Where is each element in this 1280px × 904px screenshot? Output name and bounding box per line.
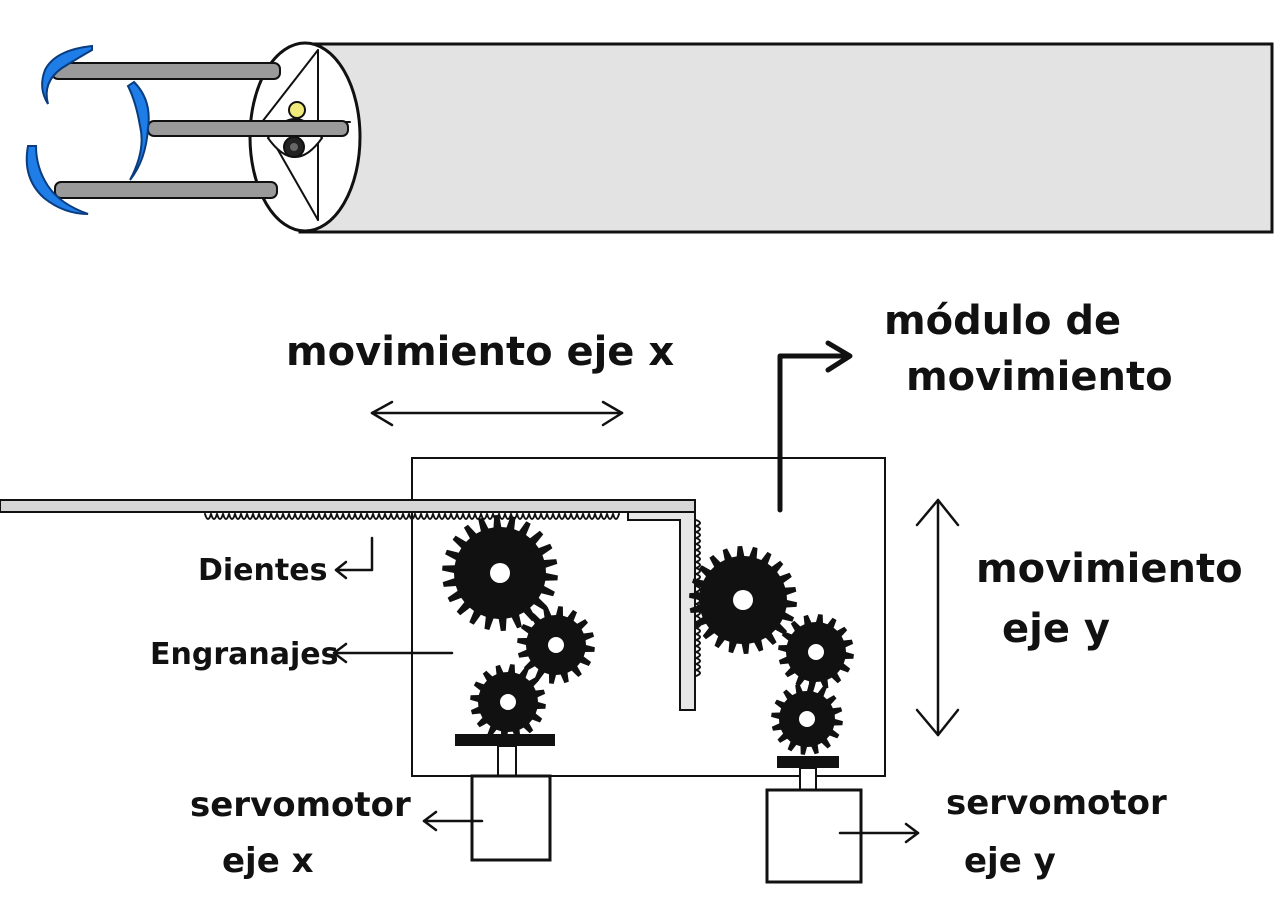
claw-bottom [25, 145, 89, 215]
servo-y-leader-arrow [838, 822, 920, 844]
arm-tube [298, 42, 1274, 234]
label-engranajes: Engranajes [150, 637, 338, 672]
module-frame [411, 457, 886, 777]
label-movimiento-y-line1: movimiento [976, 546, 1243, 592]
label-servo-y-line1: servomotor [946, 783, 1167, 823]
label-servo-x-line2: eje x [222, 841, 314, 881]
servomotor-y [765, 788, 863, 884]
servo-x-mount [455, 734, 555, 746]
rod-top [51, 62, 281, 80]
rack-bar-y [627, 511, 696, 711]
module-leader-arrow [777, 340, 853, 513]
servo-y-mount [777, 756, 839, 768]
claw-top [41, 44, 93, 105]
arrows [332, 340, 960, 844]
dientes-leader-arrow [334, 536, 374, 580]
rack-teeth-x [204, 513, 620, 520]
gear-y-large-axle [733, 590, 753, 610]
gear-x-large-axle [490, 563, 510, 583]
claw-middle [126, 80, 150, 181]
gear-x-small-axle [500, 694, 516, 710]
rod-middle [147, 120, 349, 137]
rack-bar-x [0, 499, 696, 513]
rod-bottom [54, 181, 278, 199]
servomotor-x [470, 774, 552, 862]
gears [442, 515, 854, 755]
servo-x-shaft [497, 745, 517, 777]
label-servo-x-line1: servomotor [190, 785, 411, 825]
gear-x-medium-axle [548, 637, 564, 653]
gear-y-medium-axle [808, 644, 824, 660]
light-led [288, 101, 306, 119]
labels: movimiento eje x módulo de movimiento mo… [150, 298, 1243, 881]
label-dientes: Dientes [198, 553, 327, 588]
label-servo-y-line2: eje y [964, 841, 1056, 881]
servo-x-leader-arrow [422, 810, 484, 832]
x-axis-arrow [370, 400, 624, 427]
engranajes-leader-arrow [332, 642, 454, 664]
label-movimiento-y-line2: eje y [1002, 606, 1110, 652]
mechanism [0, 457, 886, 884]
label-movimiento-x: movimiento eje x [286, 329, 674, 375]
y-axis-arrow [915, 498, 960, 737]
label-modulo-line2: movimiento [906, 354, 1173, 400]
servo-y-shaft [799, 767, 817, 791]
label-modulo-line1: módulo de [884, 298, 1121, 344]
arm-assembly [25, 41, 1274, 234]
gear-y-small-axle [799, 711, 815, 727]
